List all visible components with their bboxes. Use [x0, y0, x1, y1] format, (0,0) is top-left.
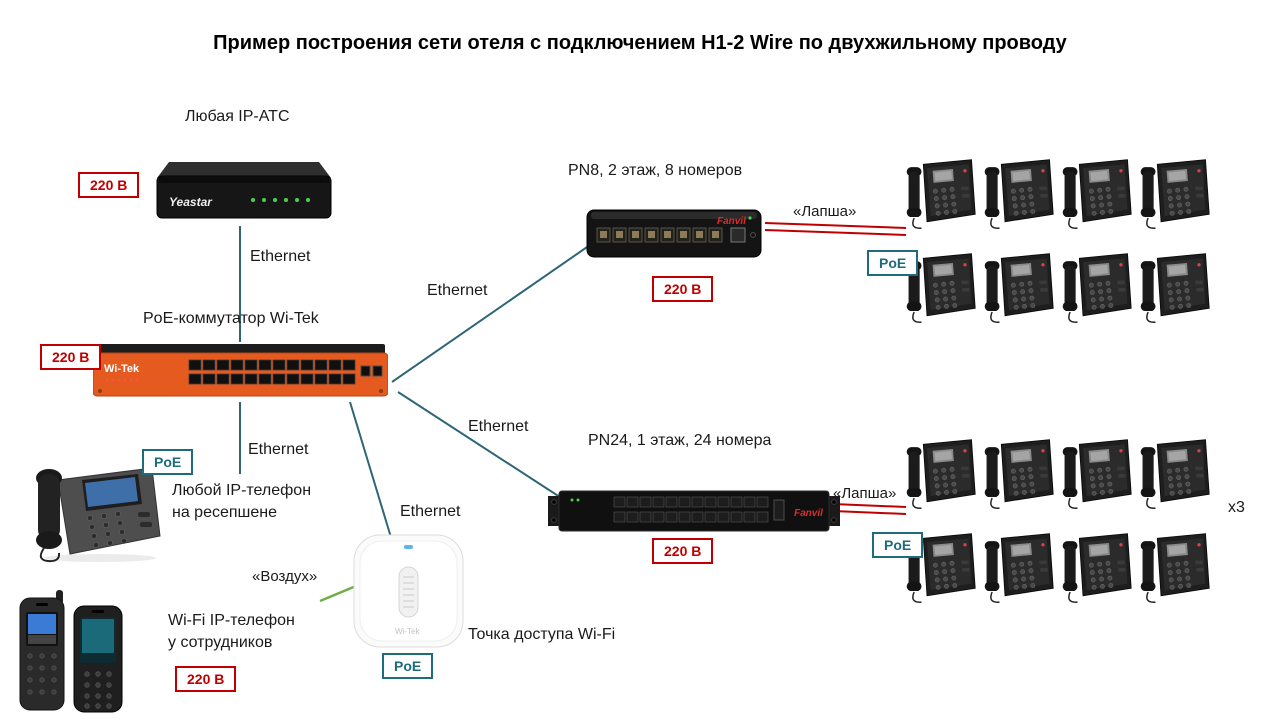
link-air-ap: [319, 584, 357, 603]
link-switch-ap: [349, 401, 394, 545]
ip-phone: [1059, 150, 1133, 236]
label-ethernet-4: Ethernet: [248, 441, 309, 458]
reception-phone-device: [36, 467, 161, 563]
ip-pbx-device: Yeastar: [156, 162, 332, 219]
wifi-handsets-device: [19, 590, 123, 713]
label-wifi-phone: Wi-Fi IP-телефон у сотрудников: [168, 612, 295, 651]
badge-poe-top: PoE: [867, 250, 919, 277]
badge-poe-ap: PoE: [382, 653, 434, 680]
ip-phone: [903, 150, 977, 236]
ip-phone: [1137, 524, 1211, 610]
label-lapsha-top: «Лапша»: [793, 203, 857, 220]
poe-switch-device: Wi-Tek: [93, 344, 388, 397]
ip-phone: [981, 524, 1055, 610]
label-lapsha-bottom: «Лапша»: [833, 485, 897, 502]
badge-220v-pbx: 220 В: [78, 172, 140, 199]
yeastar-brand-text: Yeastar: [169, 195, 213, 209]
ip-phone: [1059, 244, 1133, 330]
badge-220v-switch: 220 В: [40, 344, 102, 371]
ip-phone: [981, 244, 1055, 330]
label-access-point: Точка доступа Wi-Fi: [468, 626, 616, 643]
ip-phone: [981, 430, 1055, 516]
label-vozduh: «Воздух»: [252, 568, 318, 585]
ip-phone: [981, 150, 1055, 236]
badge-poe-bottom: PoE: [872, 532, 924, 559]
witek-brand-text: Wi-Tek: [104, 363, 140, 375]
pn8-switch-device: Fanvil: [586, 209, 762, 258]
badge-220v-wifi: 220 В: [175, 666, 237, 693]
lapsha-top-2: [764, 229, 907, 236]
label-ip-pbx: Любая IP-АТС: [185, 108, 290, 125]
lapsha-bottom-2: [832, 510, 907, 515]
badge-220v-pn8: 220 В: [652, 276, 714, 303]
label-reception-phone: Любой IP-телефон на ресепшене: [172, 482, 312, 521]
ip-phone: [1137, 244, 1211, 330]
label-multiplier: x3: [1228, 499, 1245, 516]
badge-220v-pn24: 220 В: [652, 538, 714, 565]
label-ethernet-2: Ethernet: [427, 282, 488, 299]
access-point-device: Wi-Tek: [353, 534, 464, 648]
label-poe-switch: PoE-коммутатор Wi-Tek: [143, 310, 319, 327]
label-ethernet-3: Ethernet: [468, 418, 529, 435]
ip-phone: [1059, 430, 1133, 516]
lapsha-top-1: [764, 222, 907, 229]
label-pn24: PN24, 1 этаж, 24 номера: [588, 432, 772, 449]
lapsha-bottom-1: [832, 503, 907, 508]
fanvil-brand-text-pn8: Fanvil: [717, 216, 746, 227]
ip-phone: [1059, 524, 1133, 610]
witek-brand-text-ap: Wi-Tek: [395, 627, 420, 636]
label-pn8: PN8, 2 этаж, 8 номеров: [568, 162, 743, 179]
badge-poe-reception: PoE: [142, 449, 194, 476]
pn24-switch-device: Fanvil: [548, 490, 840, 532]
ip-phone: [903, 430, 977, 516]
label-ethernet-1: Ethernet: [250, 248, 311, 265]
fanvil-brand-text-pn24: Fanvil: [794, 508, 823, 519]
label-ethernet-5: Ethernet: [400, 503, 461, 520]
link-switch-pn24: [397, 391, 567, 502]
link-switch-pn8: [391, 244, 591, 383]
page-title: Пример построения сети отеля с подключен…: [213, 32, 1067, 54]
ip-phone: [1137, 150, 1211, 236]
ip-phone: [1137, 430, 1211, 516]
